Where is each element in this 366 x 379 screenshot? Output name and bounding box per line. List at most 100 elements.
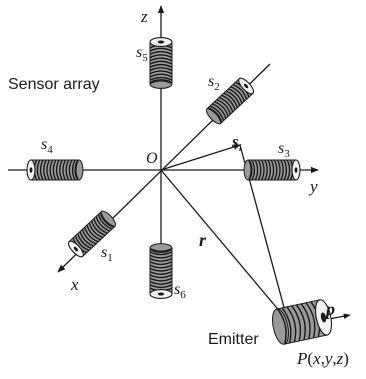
sensor-coil-s4-winding xyxy=(75,159,79,181)
sensor-coil-s3-winding xyxy=(276,159,281,181)
sensor-coil-s6-core-hole xyxy=(157,292,165,296)
sensor-coil-s1-winding xyxy=(97,214,113,230)
emitter-coil-body-back-end xyxy=(272,308,289,345)
sensor-coil-s4 xyxy=(26,159,84,181)
x-axis-label: x xyxy=(70,275,79,294)
emitter-coil-body-winding xyxy=(291,305,302,342)
vector-p-label: p xyxy=(324,299,335,319)
sensor-coils xyxy=(26,37,301,299)
sensor-coil-s6-winding xyxy=(149,271,173,275)
sensor-array-label: Sensor array xyxy=(8,76,100,93)
sensor-coil-s1-back-end xyxy=(100,210,117,228)
sensor-coil-s3-winding xyxy=(264,159,268,181)
sensor-coil-s5-winding xyxy=(149,80,173,85)
sensor-coil-s4-winding xyxy=(55,159,60,181)
emitter-coil-body-winding xyxy=(281,307,292,344)
sensor-coil-s3-winding xyxy=(283,159,288,181)
sensor-coil-s2-back-end xyxy=(205,107,222,125)
sensor-coil-s6 xyxy=(149,243,173,299)
vector-r xyxy=(160,169,288,321)
sensor-coil-s4-winding xyxy=(39,159,44,181)
sensor-coil-s6-winding xyxy=(149,264,173,269)
sensor-coil-s1-winding xyxy=(90,220,106,237)
sensor-coil-s5-winding xyxy=(149,50,173,55)
emitter-label: Emitter xyxy=(208,331,259,348)
sensor-label-s3: s3 xyxy=(278,140,290,160)
sensor-coil-s3-core-hole xyxy=(294,167,298,173)
sensor-coil-s4-winding xyxy=(65,159,70,181)
sensor-coil-s3-winding xyxy=(260,159,265,181)
sensor-coil-s6-winding xyxy=(149,280,173,285)
sensor-coil-s2-winding xyxy=(230,86,245,102)
sensor-coil-s5-winding xyxy=(149,54,173,59)
sensor-coil-s5-winding xyxy=(149,67,173,72)
sensor-coil-s3-winding xyxy=(280,159,284,181)
sensor-coil-s1-winding xyxy=(100,211,115,228)
sensor-coil-s2-winding xyxy=(232,83,248,100)
sensor-coil-s3-winding xyxy=(286,159,291,181)
sensor-coil-s5-winding xyxy=(149,73,173,78)
sensor-coil-s4-winding xyxy=(43,159,47,181)
emitter-coil-body-winding xyxy=(286,306,297,343)
sensor-coil-s1-winding xyxy=(79,231,94,247)
sensor-coil-s1-winding xyxy=(95,216,111,232)
z-axis-label: z xyxy=(140,7,148,26)
sensor-coil-s3-winding xyxy=(254,159,259,181)
sensor-label-s6: s6 xyxy=(174,281,186,301)
sensor-coil-s5-winding xyxy=(149,76,173,81)
sensor-coil-s5 xyxy=(149,37,173,89)
sensor-coil-s6-winding xyxy=(149,267,173,272)
sensor-coil-s2-winding xyxy=(228,88,243,104)
sensor-coil-s1 xyxy=(67,210,117,258)
sensor-coil-s1-winding xyxy=(83,226,99,243)
sensor-coil-s5-winding xyxy=(149,60,173,65)
sensor-coil-s5-winding xyxy=(149,70,173,75)
sensor-coil-s2-winding xyxy=(221,94,236,111)
sensor-coil-s1-winding xyxy=(81,229,97,245)
sensor-coil-s4-winding xyxy=(46,159,51,181)
sensor-coil-s2-winding xyxy=(209,105,225,121)
sensor-coil-s3-winding xyxy=(251,159,256,181)
sensor-coil-s5-winding xyxy=(149,57,173,62)
sensor-coil-s2-winding xyxy=(211,103,227,119)
emitter-coil-body-winding xyxy=(295,304,306,341)
sensor-label-s5: s5 xyxy=(136,44,148,64)
sensor-coil-s2-winding xyxy=(218,96,234,113)
vector-si-label: si xyxy=(231,132,242,154)
sensor-coil-s5-core-hole xyxy=(157,40,165,44)
vector-si xyxy=(160,144,241,171)
emitter-coil-body xyxy=(272,299,333,345)
sensor-coil-s2-winding xyxy=(223,92,239,109)
sensor-coil-s3-winding xyxy=(270,159,275,181)
emitter-point-label: P(x,y,z) xyxy=(296,349,349,368)
sensor-label-s4: s4 xyxy=(41,136,53,156)
sensor-coil-s1-winding xyxy=(86,224,101,241)
sensor-coil-s2-winding xyxy=(225,90,241,106)
sensor-coil-s4-core-hole xyxy=(29,167,33,173)
sensor-coil-s4-winding xyxy=(68,159,73,181)
sensor-coil-s6-winding xyxy=(149,254,173,259)
sensor-coil-s6-winding xyxy=(149,274,173,279)
sensor-coil-s4-winding xyxy=(36,159,41,181)
sensor-coil-s4-winding xyxy=(52,159,57,181)
emitter-coil-body-winding xyxy=(276,308,287,345)
sensor-coil-s2-winding xyxy=(207,107,222,124)
vector-r-label: r xyxy=(199,230,207,250)
sensor-coil-s3 xyxy=(243,159,301,181)
origin-label: O xyxy=(146,150,158,167)
sensor-coil-s2-core-hole xyxy=(243,83,249,89)
sensor-coil-s3-winding xyxy=(273,159,278,181)
sensor-coil-s1-winding xyxy=(88,222,104,239)
sensor-coil-s5-winding xyxy=(149,47,173,52)
emitter-coil xyxy=(272,299,333,345)
sensor-coil-s4-winding xyxy=(59,159,63,181)
sensor-label-s2: s2 xyxy=(208,73,220,93)
sensor-coil-s6-winding xyxy=(149,251,173,256)
sensor-coil-s6-winding xyxy=(149,261,173,266)
sensor-coil-s4-winding xyxy=(71,159,76,181)
y-axis-label: y xyxy=(308,177,318,196)
emitter-coil-body-core-hole xyxy=(320,312,327,323)
sensor-coil-s5-winding xyxy=(149,63,173,68)
